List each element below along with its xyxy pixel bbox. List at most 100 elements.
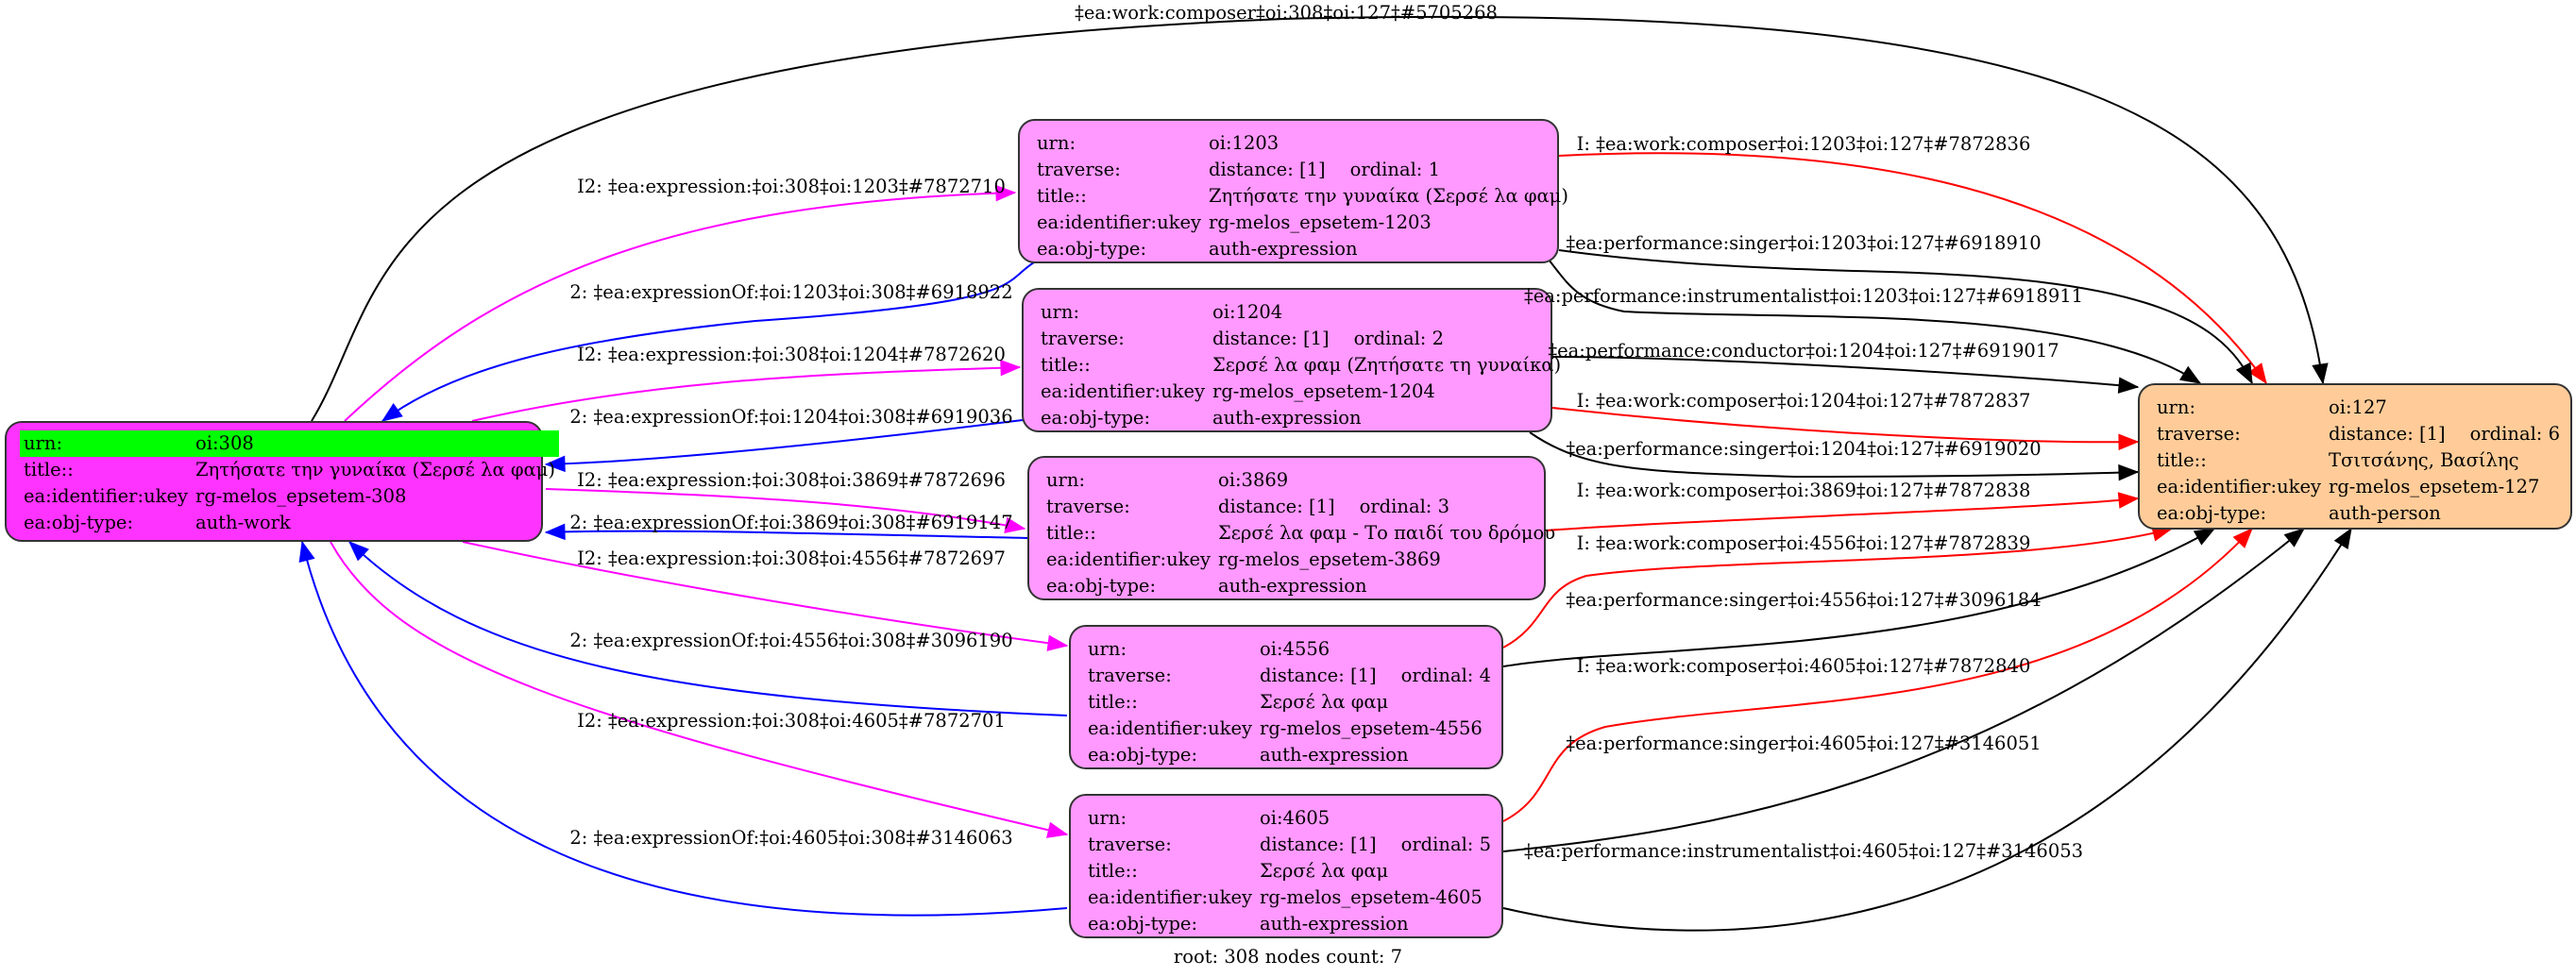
ukey-label: ea:identifier:ukey bbox=[1088, 886, 1252, 908]
node-attributes: urn:oi:1204 traverse:distance: [1]ordina… bbox=[1037, 299, 1565, 431]
node-expression-3869[interactable]: urn:oi:3869 traverse:distance: [1]ordina… bbox=[1027, 456, 1555, 600]
edge-label-conductor-1204-127: ‡ea:performance:conductor‡oi:1204‡oi:127… bbox=[1548, 340, 2059, 362]
title-value: Σερσέ λα φαμ bbox=[1260, 860, 1389, 882]
urn-value: oi:4556 bbox=[1260, 638, 1330, 660]
ukey-value: rg-melos_epsetem-308 bbox=[195, 485, 407, 507]
urn-value: oi:4605 bbox=[1260, 807, 1330, 829]
node-attributes: urn:oi:1203 traverse:distance: [1]ordina… bbox=[1033, 130, 1572, 262]
edge-label-instrumentalist-1203-127: ‡ea:performance:instrumentalist‡oi:1203‡… bbox=[1523, 285, 2084, 307]
arrowhead-icon bbox=[2178, 365, 2202, 384]
urn-label: urn: bbox=[1088, 638, 1127, 660]
urn-value: oi:1203 bbox=[1209, 132, 1280, 154]
edge-default-n1204-n127 bbox=[1551, 356, 2139, 388]
objtype-label: ea:obj-type: bbox=[2157, 502, 2267, 524]
node-root-work[interactable]: urn:oi:308 title::Ζητήσατε την γυναίκα (… bbox=[5, 421, 559, 542]
node-attributes: urn:oi:3869 traverse:distance: [1]ordina… bbox=[1042, 467, 1559, 599]
arrowhead-icon bbox=[2117, 492, 2140, 509]
arrowhead-icon bbox=[2333, 527, 2352, 550]
objtype-label: ea:obj-type: bbox=[1088, 744, 1198, 766]
objtype-label: ea:obj-type: bbox=[1046, 575, 1157, 597]
edge-label-composer-1203-127: I: ‡ea:work:composer‡oi:1203‡oi:127‡#787… bbox=[1576, 133, 2031, 155]
title-label: title:: bbox=[1046, 522, 1096, 544]
node-attributes: urn:oi:4605 traverse:distance: [1]ordina… bbox=[1084, 805, 1495, 937]
edge-label-expressionof-1204-308: 2: ‡ea:expressionOf:‡oi:1204‡oi:308‡#691… bbox=[569, 406, 1013, 428]
edge-default-n4556-n127 bbox=[1502, 528, 2215, 667]
traverse-label: traverse: bbox=[1088, 665, 1172, 686]
objtype-value: auth-expression bbox=[1260, 913, 1409, 935]
urn-value: oi:127 bbox=[2329, 396, 2387, 418]
ordinal-value: ordinal: 4 bbox=[1400, 665, 1491, 686]
title-label: title:: bbox=[1088, 860, 1138, 882]
objtype-label: ea:obj-type: bbox=[24, 512, 134, 533]
node-expression-1203[interactable]: urn:oi:1203 traverse:distance: [1]ordina… bbox=[1018, 119, 1568, 263]
node-expression-4556[interactable]: urn: oi:4556 traverse: distance: [1] ordina… bbox=[1069, 625, 1503, 769]
ordinal-value: ordinal: 2 bbox=[1353, 328, 1444, 349]
ukey-label: ea:identifier:ukey bbox=[1046, 548, 1211, 570]
edge-default-n1203-n127 bbox=[1558, 249, 2253, 384]
ukey-value: rg-melos_epsetem-4605 bbox=[1260, 886, 1483, 908]
arrowhead-icon bbox=[2193, 528, 2216, 546]
ukey-value: rg-melos_epsetem-3869 bbox=[1218, 548, 1441, 570]
arrowhead-icon bbox=[1004, 516, 1026, 533]
arrowhead-icon bbox=[995, 184, 1017, 202]
arrowhead-icon bbox=[2117, 377, 2140, 394]
ordinal-value: ordinal: 6 bbox=[2469, 423, 2560, 445]
edge-expressionOf-n4605-n308 bbox=[301, 541, 1068, 917]
node-expression-1204[interactable]: urn:oi:1204 traverse:distance: [1]ordina… bbox=[1022, 288, 1561, 432]
edge-composer_inverse-n4605-n127 bbox=[1502, 528, 2253, 822]
node-expression-4605[interactable]: urn:oi:4605 traverse:distance: [1]ordina… bbox=[1069, 794, 1503, 938]
edge-expression-n308-n3869 bbox=[545, 488, 1025, 530]
objtype-value: auth-expression bbox=[1260, 744, 1409, 766]
objtype-value: auth-person bbox=[2329, 502, 2441, 524]
edge-label-expression-308-1204: I2: ‡ea:expression:‡oi:308‡oi:1204‡#7872… bbox=[577, 344, 1006, 365]
edge-label-singer-4605-127: ‡ea:performance:singer‡oi:4605‡oi:127‡#3… bbox=[1566, 733, 2042, 754]
edge-label-expressionof-1203-308: 2: ‡ea:expressionOf:‡oi:1203‡oi:308‡#691… bbox=[569, 281, 1013, 303]
edge-composer_inverse-n1203-n127 bbox=[1558, 152, 2267, 384]
title-label: title:: bbox=[1041, 354, 1091, 376]
ukey-label: ea:identifier:ukey bbox=[24, 485, 188, 507]
urn-value: oi:3869 bbox=[1218, 469, 1289, 491]
distance-value: distance: [1] bbox=[1218, 496, 1335, 517]
ukey-value: rg-melos_epsetem-1203 bbox=[1209, 211, 1432, 233]
objtype-value: auth-expression bbox=[1209, 238, 1358, 260]
edge-label-composer-308-127: ‡ea:work:composer‡oi:308‡oi:127‡#5705268 bbox=[1075, 2, 1498, 24]
arrowhead-icon bbox=[2235, 362, 2253, 385]
edge-label-expressionof-3869-308: 2: ‡ea:expressionOf:‡oi:3869‡oi:308‡#691… bbox=[569, 512, 1013, 533]
node-attributes: urn:oi:308 title::Ζητήσατε την γυναίκα (… bbox=[20, 430, 559, 536]
edge-default-n1204-n127 bbox=[1529, 431, 2139, 479]
title-label: title:: bbox=[24, 459, 74, 480]
ordinal-value: ordinal: 3 bbox=[1359, 496, 1449, 517]
edge-label-composer-4556-127: I: ‡ea:work:composer‡oi:4556‡oi:127‡#787… bbox=[1576, 532, 2031, 554]
arrowhead-icon bbox=[544, 523, 566, 541]
edge-label-expression-308-4556: I2: ‡ea:expression:‡oi:308‡oi:4556‡#7872… bbox=[577, 547, 1006, 569]
objtype-value: auth-expression bbox=[1218, 575, 1367, 597]
edge-expressionOf-n1204-n308 bbox=[545, 419, 1024, 465]
arrowhead-icon bbox=[2283, 528, 2306, 547]
distance-value: distance: [1] bbox=[1260, 834, 1377, 855]
edge-label-expression-308-4605: I2: ‡ea:expression:‡oi:308‡oi:4605‡#7872… bbox=[577, 710, 1006, 732]
objtype-value: auth-expression bbox=[1212, 407, 1362, 429]
edge-expression-n308-n1204 bbox=[471, 366, 1021, 422]
distance-value: distance: [1] bbox=[1260, 665, 1377, 686]
traverse-label: traverse: bbox=[1037, 159, 1121, 180]
edge-label-singer-1203-127: ‡ea:performance:singer‡oi:1203‡oi:127‡#6… bbox=[1566, 232, 2042, 254]
ukey-label: ea:identifier:ukey bbox=[2157, 476, 2321, 497]
arrowhead-icon bbox=[381, 402, 403, 422]
traverse-label: traverse: bbox=[1088, 834, 1172, 855]
arrowhead-icon bbox=[1046, 634, 1069, 651]
edge-expression-n308-n4556 bbox=[462, 541, 1068, 647]
distance-value: distance: [1] bbox=[1212, 328, 1330, 349]
objtype-label: ea:obj-type: bbox=[1037, 238, 1147, 260]
ukey-label: ea:identifier:ukey bbox=[1088, 717, 1252, 739]
urn-label: urn: bbox=[1088, 807, 1127, 829]
edge-label-instrumentalist-4605-127: ‡ea:performance:instrumentalist‡oi:4605‡… bbox=[1523, 840, 2084, 862]
ukey-label: ea:identifier:ukey bbox=[1041, 380, 1205, 402]
edge-label-expressionof-4605-308: 2: ‡ea:expressionOf:‡oi:4605‡oi:308‡#314… bbox=[569, 827, 1013, 849]
arrowhead-icon bbox=[2247, 362, 2267, 385]
edge-label-expression-308-3869: I2: ‡ea:expression:‡oi:308‡oi:3869‡#7872… bbox=[577, 469, 1006, 491]
node-person-127[interactable]: urn:oi:127 traverse:distance: [1]ordinal… bbox=[2138, 383, 2572, 530]
traverse-label: traverse: bbox=[1041, 328, 1125, 349]
arrowhead-icon bbox=[2312, 362, 2329, 385]
urn-label: urn: bbox=[1041, 301, 1080, 323]
